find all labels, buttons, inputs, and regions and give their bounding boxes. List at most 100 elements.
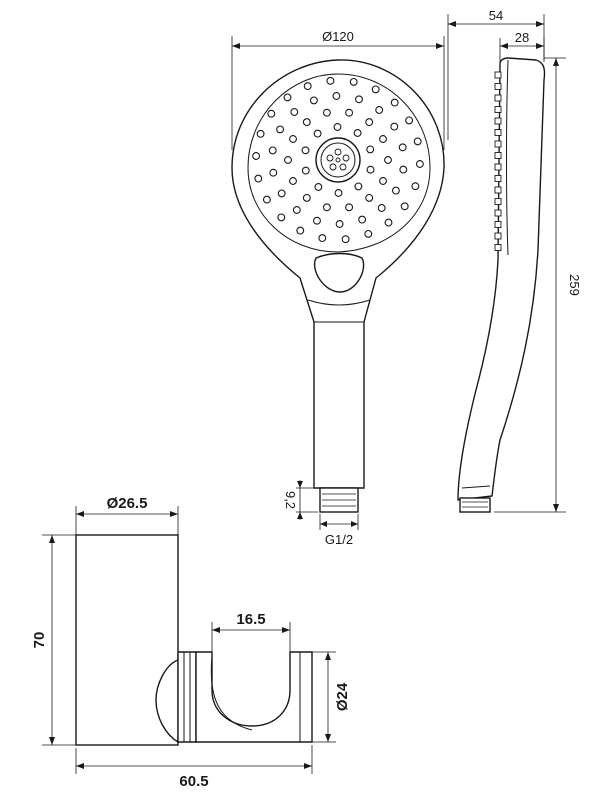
spray-nozzle (399, 165, 408, 174)
spray-nozzle (303, 82, 312, 91)
side-nozzle-tooth (494, 71, 502, 79)
side-nozzle-tooth (494, 198, 502, 205)
side-bottom-line (461, 485, 491, 489)
spray-nozzle (384, 156, 392, 164)
side-view-outline (457, 57, 546, 501)
dimension-thread-size: G1/2 (319, 514, 359, 547)
spray-nozzle (301, 166, 310, 175)
side-nozzle-tooth (494, 129, 502, 136)
spray-nozzle (309, 96, 318, 105)
spray-nozzle (289, 135, 297, 143)
holder-clamp (177, 651, 197, 743)
spray-nozzle (283, 93, 292, 102)
side-face-line (506, 59, 509, 256)
spray-nozzle (322, 203, 331, 212)
holder-opening-label: 16.5 (236, 611, 265, 628)
spray-nozzle (301, 146, 310, 155)
spray-nozzle (365, 118, 374, 127)
dimension-holder-opening: 16.5 (211, 611, 291, 652)
dimension-holder-diameter: Ø26.5 (75, 495, 179, 535)
spray-nozzle (377, 204, 386, 212)
side-nozzle-tooth (494, 163, 502, 171)
spray-nozzle (289, 177, 297, 185)
spray-nozzle (292, 206, 301, 214)
spray-nozzle (366, 145, 375, 154)
side-nozzle-tooth (494, 186, 502, 194)
side-nozzle-tooth (494, 152, 502, 159)
dimension-head-diameter: Ø120 (231, 29, 445, 150)
holder-width-label: 60.5 (179, 773, 208, 790)
shower-head-side-view (457, 57, 546, 513)
total-depth-label: 54 (489, 8, 503, 23)
spray-nozzle (366, 165, 375, 174)
spray-nozzle (277, 213, 286, 222)
spray-nozzle (390, 98, 399, 107)
spray-nozzle (334, 189, 343, 197)
spray-nozzle (277, 189, 286, 198)
spray-nozzle (302, 118, 311, 127)
side-nozzle-tooth (494, 117, 502, 125)
spray-nozzle (398, 143, 407, 152)
holder-diameter-label: Ø26.5 (107, 495, 148, 512)
spray-nozzle (276, 125, 285, 134)
handle-neck-line (307, 299, 371, 306)
spray-nozzle (335, 220, 344, 228)
spray-nozzle (390, 122, 399, 131)
spray-nozzle (375, 106, 384, 114)
side-nozzle-tooth (494, 106, 502, 113)
head-depth-label: 28 (515, 30, 529, 45)
spray-nozzle (391, 186, 400, 195)
dimension-total-depth: 54 (447, 8, 545, 140)
spray-nozzle (364, 229, 373, 238)
spray-nozzle (322, 108, 331, 117)
side-nozzle-tooth (494, 94, 502, 102)
dimension-thread-length: 9,2 (283, 480, 318, 520)
spray-nozzle (358, 215, 367, 224)
spray-nozzle (405, 116, 414, 125)
spray-nozzle (413, 137, 422, 146)
side-nozzle-tooth (494, 244, 502, 251)
side-nozzle-tooth (494, 83, 502, 90)
spray-nozzle (318, 234, 327, 243)
spray-nozzle (354, 182, 363, 191)
spray-nozzle (314, 183, 323, 191)
mode-button (313, 252, 365, 293)
side-nozzle-tooth (494, 232, 502, 240)
dimension-holder-clamp-diameter: Ø24 (312, 651, 351, 743)
spray-nozzle (379, 135, 387, 143)
dimension-holder-width: 60.5 (75, 745, 313, 790)
total-length-label: 259 (567, 274, 582, 296)
spray-nozzle (313, 129, 322, 138)
thread-length-label: 9,2 (283, 491, 298, 509)
shower-head-front-view (231, 59, 445, 513)
spray-nozzle (296, 226, 305, 235)
dimension-holder-height: 70 (31, 534, 76, 746)
spray-nozzle (332, 92, 341, 100)
spray-nozzle (415, 160, 424, 168)
side-nozzle-tooth (494, 140, 502, 148)
spray-nozzle (290, 108, 299, 116)
spray-nozzle (365, 193, 374, 202)
spray-nozzle (341, 235, 350, 244)
spray-nozzle (284, 156, 292, 164)
side-thread-connector (459, 497, 491, 513)
spray-nozzle (267, 109, 276, 118)
holder-clip (195, 651, 313, 743)
spray-nozzles (252, 76, 424, 244)
spray-nozzle (384, 218, 393, 227)
thread-size-label: G1/2 (325, 532, 353, 547)
spray-nozzle (333, 123, 342, 131)
spray-nozzle (400, 202, 409, 211)
wall-holder (75, 534, 313, 746)
holder-height-label: 70 (31, 632, 48, 649)
spray-nozzle (313, 216, 321, 225)
spray-face-ring (247, 73, 431, 253)
spray-nozzle (345, 108, 354, 117)
spray-nozzle (302, 193, 311, 202)
spray-nozzle (371, 85, 380, 94)
side-nozzle-tooth (494, 221, 502, 228)
side-nozzle-teeth (494, 71, 502, 251)
dimension-total-length: 259 (494, 57, 582, 513)
spray-nozzle (355, 95, 363, 104)
